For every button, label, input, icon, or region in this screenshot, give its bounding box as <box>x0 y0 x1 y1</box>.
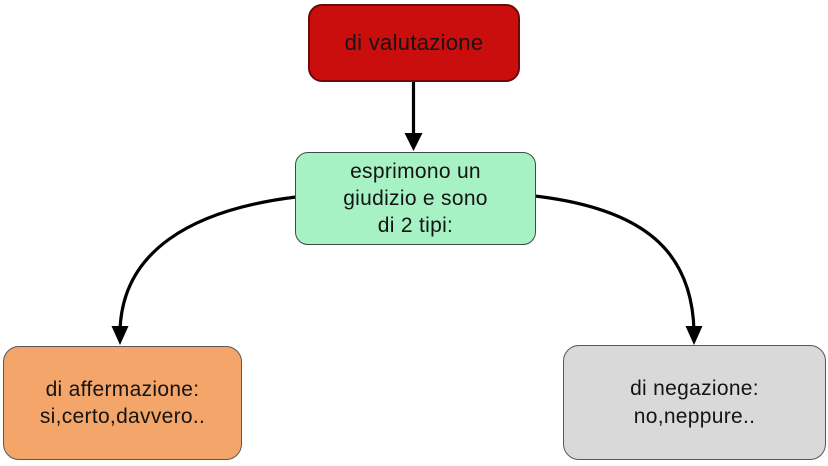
arrowhead-down-icon <box>111 326 129 345</box>
node-esprimono-un-giudizio: esprimono un giudizio e sono di 2 tipi: <box>295 152 536 245</box>
node-di-negazione: di negazione: no,neppure.. <box>563 345 826 460</box>
edge-valutazione-descrizione <box>404 82 423 151</box>
edge-descrizione-negazione <box>533 194 703 345</box>
arrowhead-down-icon <box>404 133 423 151</box>
edge-line <box>533 194 696 333</box>
arrowhead-down-icon <box>685 326 703 345</box>
edge-line <box>118 195 298 333</box>
node-di-affermazione: di affermazione: si,certo,davvero.. <box>3 346 242 460</box>
node-di-valutazione: di valutazione <box>308 4 520 82</box>
edge-descrizione-affermazione <box>111 195 298 345</box>
